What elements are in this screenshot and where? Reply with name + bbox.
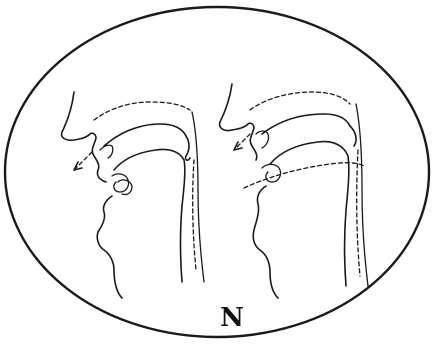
left-velum: [185, 136, 190, 160]
left-airflow-arrow: [74, 152, 92, 170]
right-pharynx-wall: [356, 104, 368, 286]
right-chin-neck: [253, 186, 278, 298]
diagram-label: N: [220, 303, 244, 333]
left-chin-neck: [97, 196, 122, 298]
left-tongue: [114, 149, 185, 282]
left-pharynx-inner: [193, 160, 196, 270]
left-head-profile: [62, 92, 204, 298]
left-upper-teeth: [100, 145, 113, 158]
left-lower-lip: [112, 174, 129, 192]
right-nasal-cavity: [250, 92, 350, 110]
oval-frame: [5, 7, 429, 337]
right-tongue: [270, 142, 349, 286]
right-pharynx-inner: [357, 150, 360, 276]
left-face-outline: [62, 92, 106, 182]
right-tongue-alt: [244, 163, 364, 188]
right-velum: [350, 126, 356, 146]
right-hard-palate: [262, 114, 350, 134]
left-nasal-cavity: [94, 102, 190, 120]
left-hard-palate: [104, 124, 186, 146]
left-pharynx-wall: [192, 112, 204, 282]
right-head-profile: [220, 84, 368, 298]
